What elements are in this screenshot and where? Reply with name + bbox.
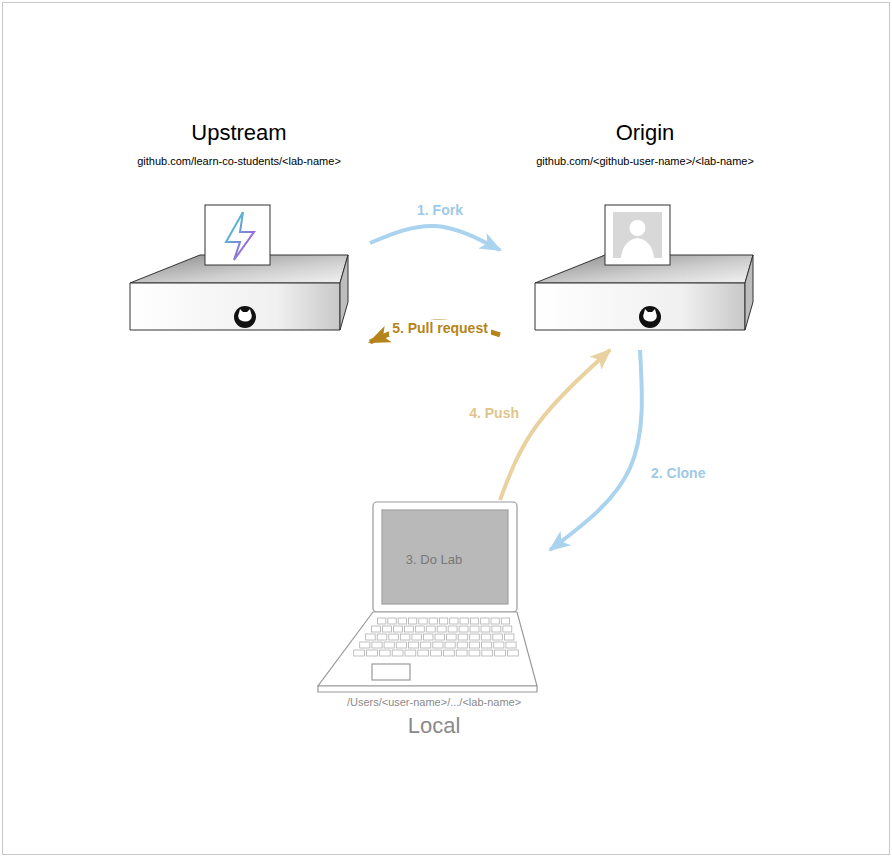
laptop-node: 3. Do Lab/Users/<user-name>/.../<lab-nam… [318,500,550,745]
step-label: 2. Clone [648,465,708,481]
edge-label-holder: 2. Clone [648,464,708,482]
screen-text: 3. Do Lab [406,552,462,568]
server-node: Upstream github.com/learn-co-students/<la… [108,120,370,345]
connector-arrow [370,226,500,250]
step-label: 5. Pull request [389,320,491,336]
connector-arrow [550,350,642,550]
step-label: 1. Fork [414,202,466,218]
frame [3,3,890,855]
origin-server [535,205,753,330]
server-title: Origin [616,120,675,146]
edge-label-holder: 5. Pull request [389,319,491,337]
server-node: Origin github.com/<github-user-name>/<lab… [500,120,790,350]
server-title: Upstream [191,120,286,146]
edge-label-holder: 4. Push [466,404,522,422]
edge-label-holder: 1. Fork [414,201,466,219]
machine-title: Local [408,713,461,739]
repo-url: github.com/learn-co-students/<lab-name> [137,154,341,168]
laptop [318,502,537,692]
step-label: 4. Push [466,405,522,421]
repo-url: github.com/<github-user-name>/<lab-name> [536,154,754,168]
connector-arrow [500,350,610,500]
upstream-server [130,205,348,330]
local-path: /Users/<user-name>/.../<lab-name> [347,695,521,709]
